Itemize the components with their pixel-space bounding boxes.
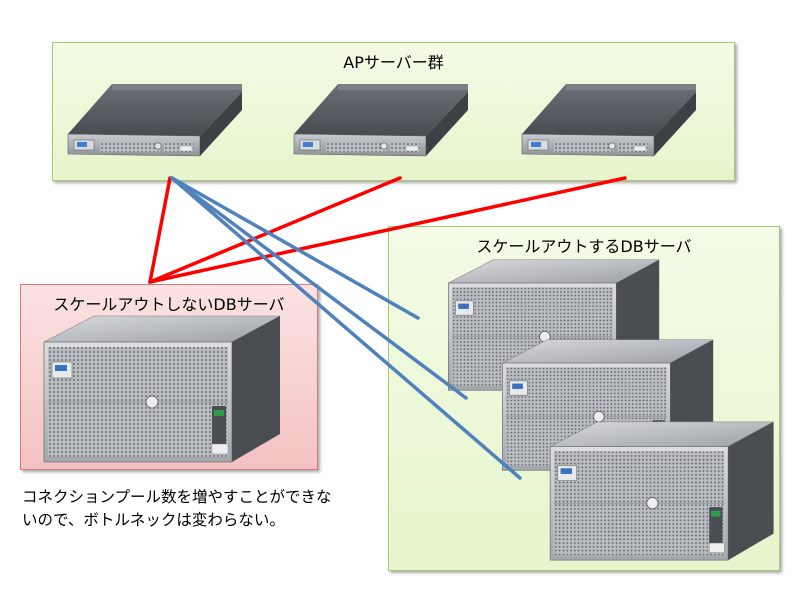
non-scale-out-db-group-title: スケールアウトしないDBサーバ bbox=[53, 295, 285, 314]
ap-server-group-title: APサーバー群 bbox=[343, 53, 444, 72]
scale-out-db-group-title: スケールアウトするDBサーバ bbox=[476, 237, 692, 256]
non-scale-out-db-server-icon bbox=[40, 314, 280, 464]
ap-server-1-icon bbox=[60, 78, 242, 158]
red-link-ap2 bbox=[148, 176, 402, 284]
scale-out-db-server-3-icon bbox=[540, 420, 780, 562]
note-text: コネクションプール数を増やすことができないので、ボトルネックは変わらない。 bbox=[22, 488, 332, 529]
ap-server-3-icon bbox=[514, 78, 696, 158]
red-link-ap1 bbox=[148, 176, 172, 284]
ap-server-2-icon bbox=[286, 78, 468, 158]
